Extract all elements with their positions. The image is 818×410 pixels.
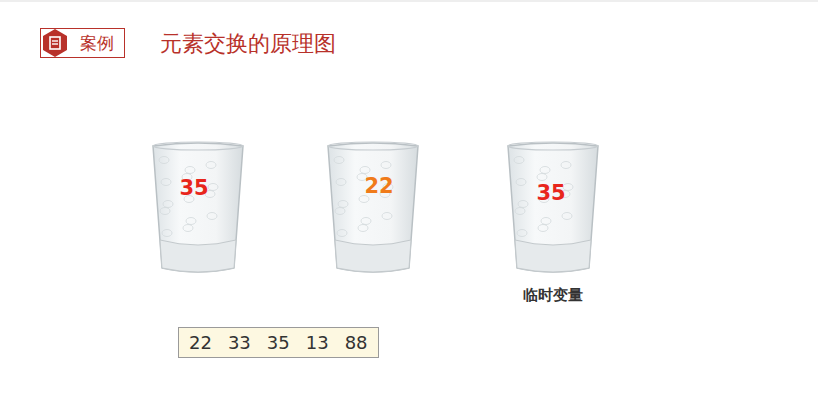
glass-texture (208, 184, 218, 191)
cup-value: 35 (536, 181, 565, 205)
glass-texture (337, 230, 347, 237)
cup-value: 35 (179, 176, 208, 200)
glass-texture (335, 208, 345, 215)
glass-cup: 35 (150, 140, 246, 278)
case-icon (40, 28, 70, 58)
glass-texture (514, 157, 524, 164)
glass-cup: 22 (325, 140, 421, 278)
glass-base (515, 240, 591, 272)
array-cell: 88 (345, 332, 368, 353)
glass-texture (338, 201, 348, 208)
array-cell: 13 (306, 332, 329, 353)
cup-value: 22 (364, 174, 393, 198)
case-badge: 案例 (40, 28, 125, 58)
glass-texture (207, 213, 217, 220)
glass-cup: 35 临时变量 (505, 140, 601, 310)
glass-texture (540, 167, 550, 174)
glass-texture (518, 201, 528, 208)
glass-texture (561, 162, 571, 169)
glass-illustration (505, 140, 601, 278)
glass-texture (183, 225, 193, 232)
icon-line (52, 40, 58, 41)
slide-title: 元素交换的原理图 (160, 29, 336, 59)
glass-texture (537, 174, 547, 181)
glass-texture (336, 179, 346, 186)
glass-texture (360, 167, 370, 174)
glass-texture (382, 213, 392, 220)
glass-body (153, 143, 243, 272)
icon-line (52, 43, 58, 44)
glass-texture (515, 208, 525, 215)
glass-base (160, 240, 236, 272)
glass-texture (161, 179, 171, 186)
glass-texture (562, 213, 572, 220)
glass-texture (516, 179, 526, 186)
glass-texture (159, 157, 169, 164)
glass-texture (358, 225, 368, 232)
glass-texture (163, 201, 173, 208)
glass-texture (186, 218, 196, 225)
cup-caption: 临时变量 (523, 286, 583, 305)
glass-texture (334, 157, 344, 164)
glass-body (328, 143, 418, 272)
glass-texture (541, 218, 551, 225)
glass-body (508, 143, 598, 272)
glass-base (335, 240, 411, 272)
glass-rim (153, 142, 243, 150)
glass-texture (538, 225, 548, 232)
badge-label: 案例 (80, 32, 114, 55)
glass-texture (517, 230, 527, 237)
array-cell: 33 (228, 332, 251, 353)
glass-texture (162, 230, 172, 237)
glass-illustration (325, 140, 421, 278)
glass-texture (160, 208, 170, 215)
glass-texture (185, 167, 195, 174)
icon-hexagon (43, 29, 67, 57)
array-cell: 22 (189, 332, 212, 353)
array-box: 22 33 35 13 88 (178, 327, 379, 358)
glass-rim (328, 142, 418, 150)
glass-texture (361, 218, 371, 225)
glass-texture (381, 162, 391, 169)
glass-rim (508, 142, 598, 150)
glass-texture (206, 162, 216, 169)
glass-illustration (150, 140, 246, 278)
array-cell: 35 (267, 332, 290, 353)
icon-doc (50, 37, 60, 49)
top-rule (0, 0, 818, 2)
